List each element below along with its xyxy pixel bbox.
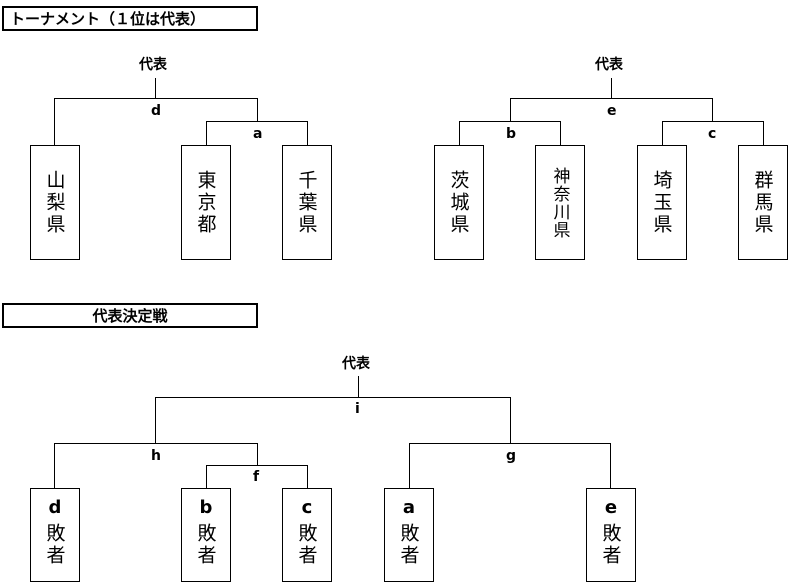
team-name: 山梨県 — [43, 169, 66, 236]
team-box: 山梨県 — [30, 145, 80, 260]
loser-match-letter: c — [301, 497, 313, 518]
match-label-d: d — [151, 103, 162, 119]
match-label-a: a — [253, 126, 263, 142]
team-box: 群馬県 — [738, 145, 788, 260]
loser-match-letter: d — [48, 497, 62, 518]
loser-box: c 敗者 — [282, 488, 332, 582]
match-label-f: f — [253, 469, 260, 485]
match-label-i: i — [355, 401, 360, 417]
team-name: 群馬県 — [751, 169, 774, 236]
match-label-e: e — [607, 103, 617, 119]
team-name: 茨城県 — [447, 169, 470, 236]
team-box: 東京都 — [181, 145, 231, 260]
team-name: 埼玉県 — [650, 169, 673, 236]
loser-label: 敗者 — [397, 523, 420, 567]
right-winner-label: 代表 — [595, 57, 623, 73]
team-box: 千葉県 — [282, 145, 332, 260]
team-box: 茨城県 — [434, 145, 484, 260]
team-box: 神奈川県 — [535, 145, 585, 260]
team-name: 東京都 — [194, 169, 217, 236]
loser-match-letter: b — [199, 497, 213, 518]
match-label-h: h — [151, 448, 161, 464]
match-label-c: c — [708, 126, 717, 142]
final-header: 代表決定戦 — [2, 303, 258, 328]
loser-box: e 敗者 — [586, 488, 636, 582]
loser-match-letter: a — [402, 497, 416, 518]
final-winner-label: 代表 — [342, 356, 370, 372]
team-box: 埼玉県 — [637, 145, 687, 260]
team-name: 神奈川県 — [549, 166, 570, 239]
match-label-g: g — [506, 448, 517, 464]
loser-box: b 敗者 — [181, 488, 231, 582]
loser-label: 敗者 — [295, 523, 318, 567]
tournament-header: トーナメント（１位は代表） — [2, 6, 258, 31]
left-winner-label: 代表 — [139, 57, 167, 73]
loser-box: a 敗者 — [384, 488, 434, 582]
loser-match-letter: e — [604, 497, 618, 518]
team-name: 千葉県 — [295, 169, 318, 236]
loser-label: 敗者 — [194, 523, 217, 567]
loser-label: 敗者 — [599, 523, 622, 567]
loser-box: d 敗者 — [30, 488, 80, 582]
match-label-b: b — [506, 126, 517, 142]
loser-label: 敗者 — [43, 523, 66, 567]
